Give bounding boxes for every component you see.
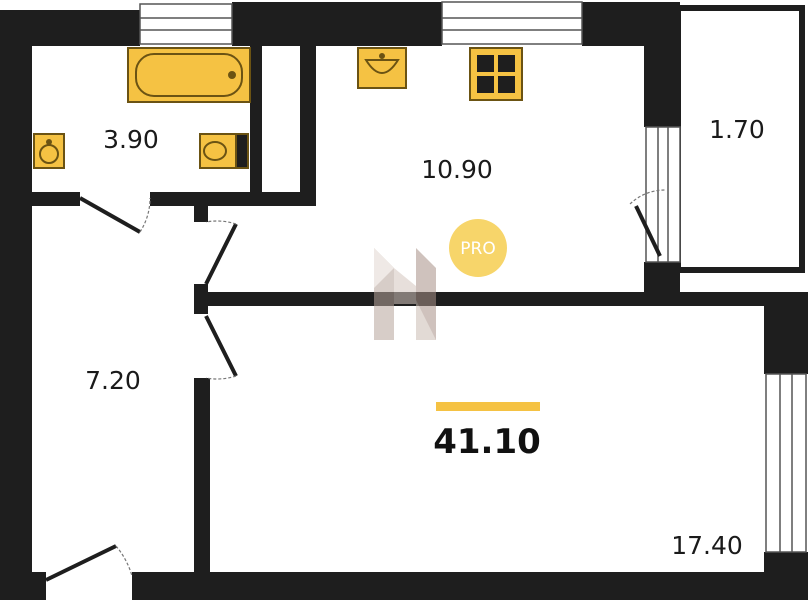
door-kitchen (204, 223, 238, 285)
fixtures (33, 47, 523, 169)
window-living (765, 373, 807, 553)
door-bathroom (79, 196, 141, 234)
wall-bathroom-bottom-left (0, 192, 80, 206)
room-area-living-room: 17.40 (671, 531, 743, 560)
pro-badge-text: PRO (460, 239, 495, 259)
wall-bathroom-bottom-right (150, 192, 316, 206)
kitchen-sink-icon (357, 47, 407, 89)
room-area-hallway: 7.20 (85, 366, 141, 395)
wall-top-left (0, 10, 140, 46)
room-area-bathroom: 3.90 (103, 125, 159, 154)
door-living (204, 315, 238, 377)
door-entrance (45, 544, 117, 582)
door-balcony (634, 205, 662, 257)
watermark-logo-icon (374, 248, 436, 340)
wall-bottom-right (132, 572, 808, 600)
room-area-kitchen: 10.90 (421, 155, 493, 184)
bathtub-icon (127, 47, 251, 103)
wall-hall-right-upper (194, 200, 208, 222)
wall-kitchen-left (300, 44, 316, 204)
stove-icon (469, 47, 523, 101)
wall-living-top-right (644, 292, 808, 306)
toilet-icon (199, 133, 249, 169)
windows (139, 1, 807, 553)
total-area-accent-bar (436, 402, 540, 411)
sink-icon (33, 133, 65, 169)
wall-right-upper (764, 296, 808, 374)
window-bathroom (139, 3, 233, 45)
wall-bottom-left (0, 572, 46, 600)
window-kitchen (441, 1, 583, 45)
wall-hall-right-lower (194, 378, 210, 578)
wall-top-middle (232, 2, 442, 46)
room-area-balcony: 1.70 (709, 115, 765, 144)
wall-kitchen-right-upper (644, 2, 680, 127)
wall-bathroom-right (250, 44, 262, 194)
total-area: 41.10 (433, 422, 541, 462)
wall-left (0, 10, 32, 580)
pro-badge: PRO (449, 219, 507, 277)
doors (45, 189, 667, 582)
